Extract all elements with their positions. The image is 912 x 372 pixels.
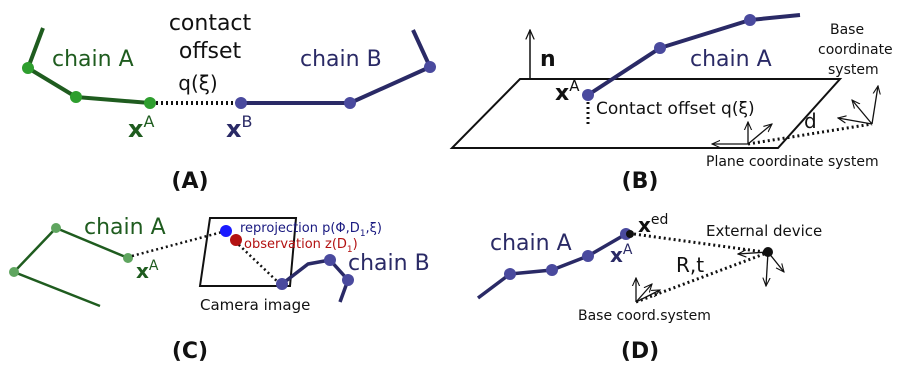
- panel-b: n chain A xA Contact offset q(ξ) d Base …: [449, 13, 893, 194]
- transform-label: R,t: [676, 253, 704, 277]
- plane-coordinate-axes: [712, 122, 772, 144]
- chain-a-joint: [654, 42, 666, 54]
- device-link-line: [633, 232, 765, 254]
- distance-label: d: [804, 109, 817, 133]
- external-device-label: External device: [706, 222, 822, 240]
- chain-a-links: [586, 13, 801, 97]
- chain-a-joint: [582, 250, 594, 262]
- chain-b-label: chain B: [348, 251, 430, 276]
- camera-image-label: Camera image: [200, 296, 310, 314]
- panel-d-label: (D): [621, 339, 659, 364]
- distance-line: [747, 122, 873, 146]
- plane-coordinate-label: Plane coordinate system: [706, 154, 879, 170]
- offset-label: offset: [179, 39, 242, 64]
- chain-a-label: chain A: [490, 231, 572, 256]
- xa-label: xA: [136, 258, 159, 283]
- panel-c-label: (C): [172, 339, 208, 364]
- chain-a-joint: [744, 14, 756, 26]
- contact-offset-label: Contact offset q(ξ): [596, 99, 755, 119]
- offset-function-label: q(ξ): [178, 71, 217, 95]
- chain-b-contact-point: [276, 278, 288, 290]
- base-coordinate-axes: [636, 278, 660, 303]
- panel-c: chain A xA reprojection p(Φ,D1,ξ) observ…: [9, 215, 430, 364]
- chain-a-joint: [70, 91, 82, 103]
- chain-b-links: [241, 29, 432, 105]
- observation-label: observation z(D1): [244, 237, 358, 255]
- external-device-marker: [626, 230, 634, 238]
- chain-b-label: chain B: [300, 47, 382, 72]
- chain-b-joint: [344, 97, 356, 109]
- normal-label: n: [540, 47, 556, 72]
- chain-b-joint: [424, 61, 436, 73]
- base-coordinate-label: coordinate: [818, 42, 893, 58]
- chain-a-joint: [504, 268, 516, 280]
- base-coordinate-label: system: [828, 62, 879, 78]
- chain-b-contact-point: [235, 97, 247, 109]
- panel-d: chain A xed xA External device R,t Base …: [476, 212, 822, 364]
- external-device-axes: [738, 252, 784, 286]
- observation-point: [230, 234, 242, 246]
- chain-a-label: chain A: [52, 47, 134, 72]
- panel-b-label: (B): [622, 169, 659, 194]
- reprojection-label: reprojection p(Φ,D1,ξ): [240, 221, 382, 239]
- chain-a-link: [55, 226, 129, 260]
- chain-a-joint: [22, 62, 34, 74]
- panel-a: chain A chain B contact offset q(ξ) xA x…: [22, 11, 436, 194]
- chain-a-contact-point: [144, 97, 156, 109]
- chain-a-label: chain A: [84, 215, 166, 240]
- projection-ray-a: [131, 229, 227, 258]
- base-coordinate-axes: [838, 86, 878, 125]
- xa-label: xA: [555, 77, 580, 106]
- chain-a-joint: [9, 267, 19, 277]
- xb-label: xB: [226, 112, 252, 143]
- contact-label: contact: [169, 11, 252, 36]
- chain-a-links: [26, 27, 151, 105]
- contact-plane: [449, 78, 843, 149]
- chain-a-label: chain A: [690, 47, 772, 72]
- camera-image-frame: [198, 217, 298, 287]
- reprojection-point: [220, 225, 232, 237]
- xa-label: xA: [128, 112, 154, 143]
- base-coordinate-label: Base coord.system: [578, 308, 711, 324]
- chain-b-joint: [324, 254, 336, 266]
- chain-a-contact-point: [123, 253, 133, 263]
- chain-a-joint: [546, 264, 558, 276]
- base-coordinate-label: Base: [830, 22, 864, 38]
- chain-b-joint: [342, 274, 354, 286]
- chain-a-contact-point: [582, 89, 594, 101]
- xed-label: xed: [638, 212, 668, 237]
- chain-a-joint: [51, 223, 61, 233]
- xa-label: xA: [610, 242, 633, 267]
- panel-a-label: (A): [171, 169, 208, 194]
